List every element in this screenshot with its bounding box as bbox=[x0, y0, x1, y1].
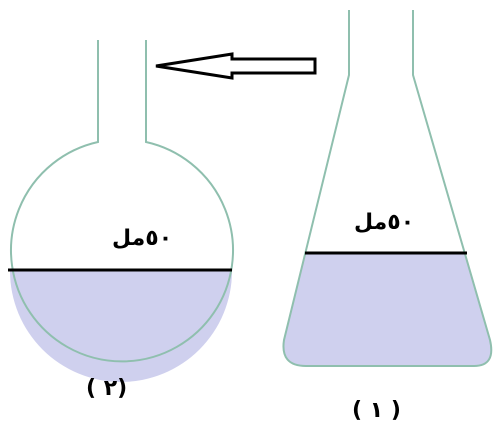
conical-flask-outline bbox=[282, 10, 493, 367]
round-flask-volume-label: ٥٠مل bbox=[112, 226, 173, 251]
conical-flask-liquid bbox=[283, 253, 492, 366]
conical-flask bbox=[282, 10, 493, 367]
conical-flask-figure-label: ( ١ ) bbox=[352, 398, 401, 423]
arrow-left-outline-icon bbox=[155, 52, 317, 80]
round-flask-figure-label: ( ٢) bbox=[86, 376, 128, 401]
conical-flask-volume-label: ٥٠مل bbox=[354, 210, 415, 235]
round-bottom-flask bbox=[8, 40, 234, 382]
round-flask-outline bbox=[10, 40, 234, 363]
